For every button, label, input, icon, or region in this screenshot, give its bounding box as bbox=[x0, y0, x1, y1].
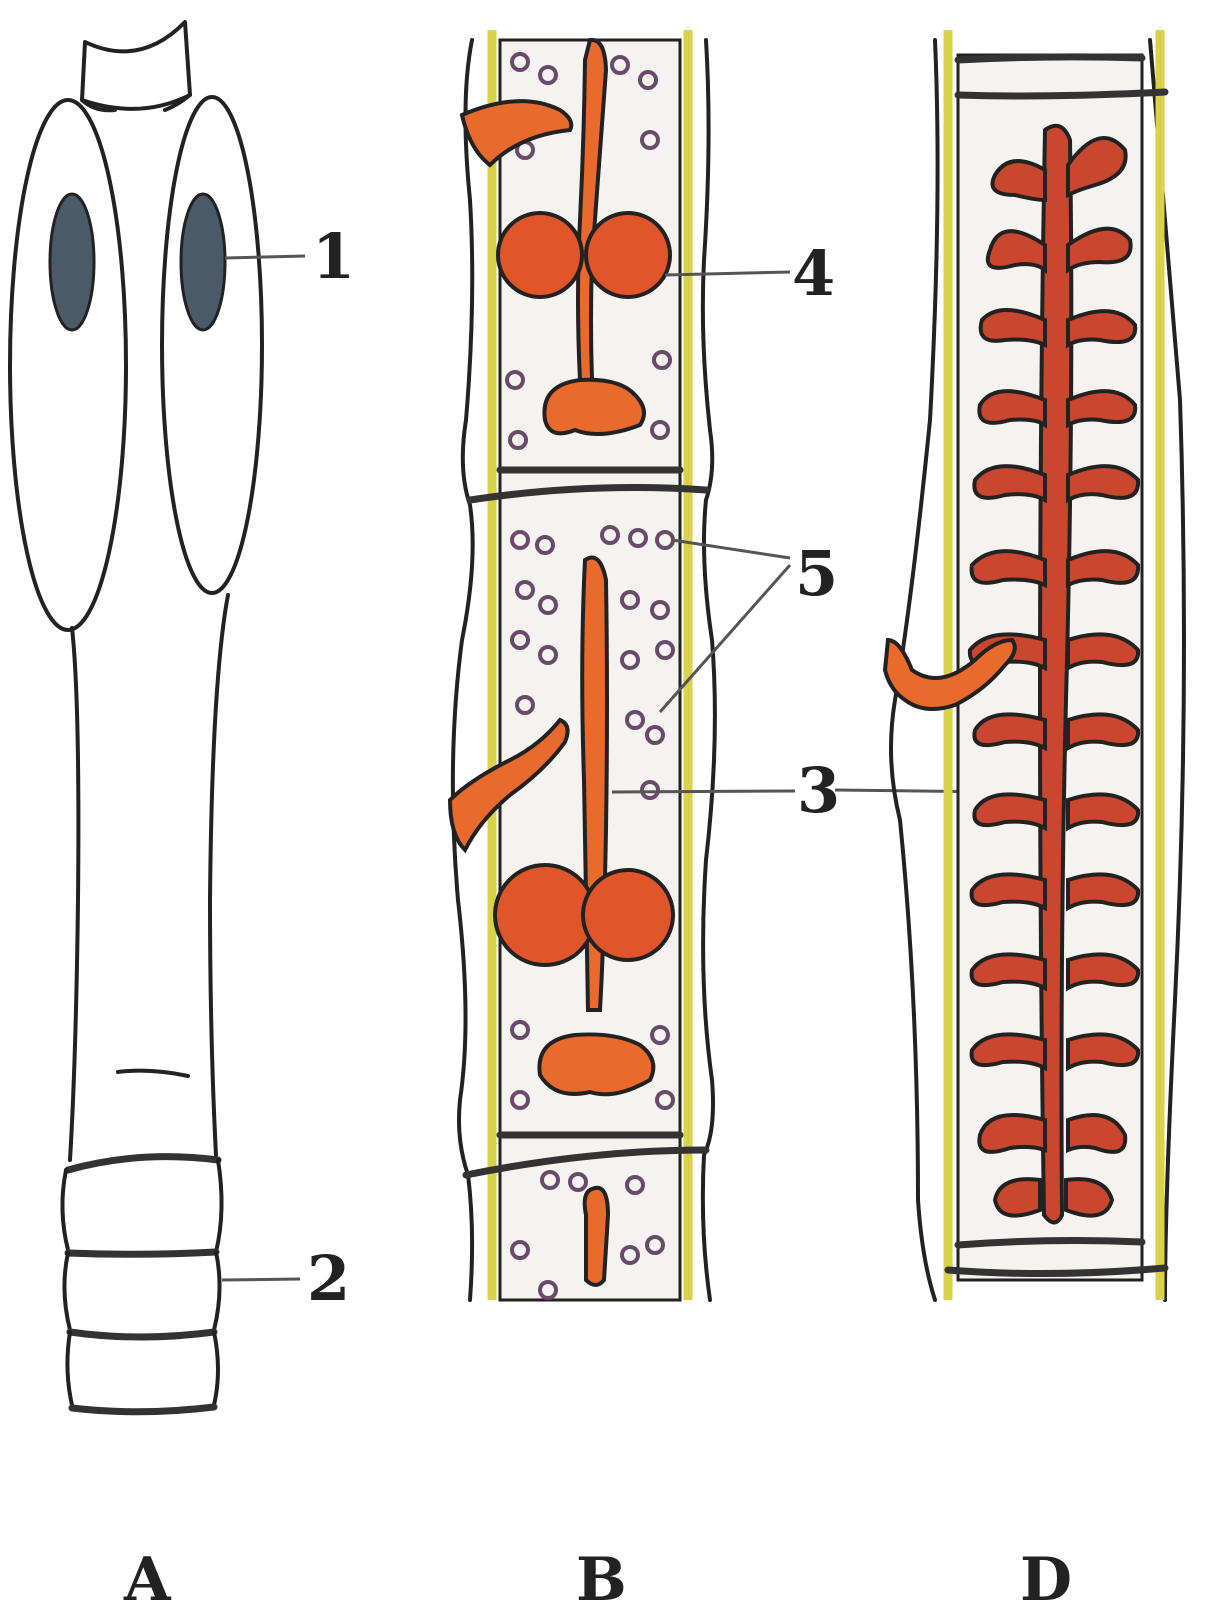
panel-label-d: D bbox=[1020, 1545, 1072, 1609]
leader-2 bbox=[222, 1279, 300, 1280]
panel-a-scolex bbox=[10, 22, 262, 1412]
sucker-right bbox=[181, 194, 225, 330]
panel-label-a: A bbox=[123, 1545, 172, 1609]
leader-1 bbox=[225, 256, 305, 258]
label-5: 5 bbox=[795, 537, 838, 610]
label-4: 4 bbox=[792, 237, 835, 310]
label-2: 2 bbox=[307, 1242, 350, 1315]
panel-d-gravid-proglottid bbox=[885, 30, 1184, 1300]
label-3: 3 bbox=[797, 754, 840, 827]
leader-3b bbox=[612, 791, 795, 792]
label-1: 1 bbox=[312, 220, 355, 293]
ovary-lobe bbox=[498, 213, 582, 297]
panel-label-b: B bbox=[576, 1545, 627, 1609]
sucker-left bbox=[50, 194, 94, 330]
panel-b-mature-proglottid bbox=[450, 30, 715, 1300]
